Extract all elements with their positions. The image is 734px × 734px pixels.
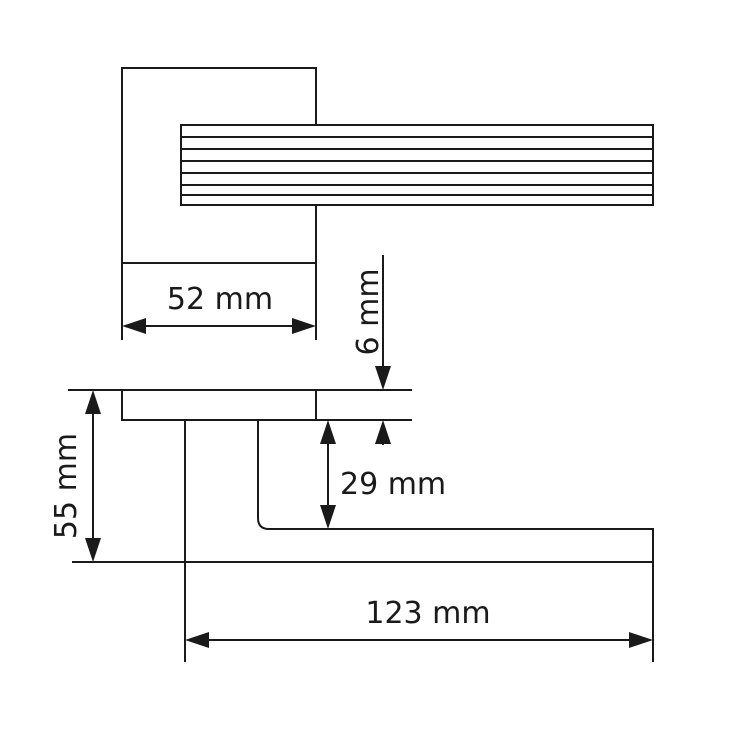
label-29mm: 29 mm <box>340 467 446 502</box>
lever-side-profile <box>185 420 654 563</box>
label-52mm: 52 mm <box>167 282 273 317</box>
dimension-6mm: 6 mm <box>351 255 391 445</box>
rose-plate-side <box>121 389 317 421</box>
label-6mm: 6 mm <box>351 268 386 355</box>
dimension-29mm: 29 mm <box>320 420 446 529</box>
label-55mm: 55 mm <box>49 433 84 539</box>
top-view: 52 mm 6 mm <box>121 67 654 445</box>
dimension-52mm: 52 mm <box>121 263 317 340</box>
dimension-55mm: 55 mm <box>49 390 101 562</box>
label-123mm: 123 mm <box>365 596 490 631</box>
lever-grip-front <box>180 124 654 206</box>
side-view: 55 mm 29 mm 123 mm <box>49 389 654 662</box>
dimension-123mm: 123 mm <box>184 562 654 662</box>
